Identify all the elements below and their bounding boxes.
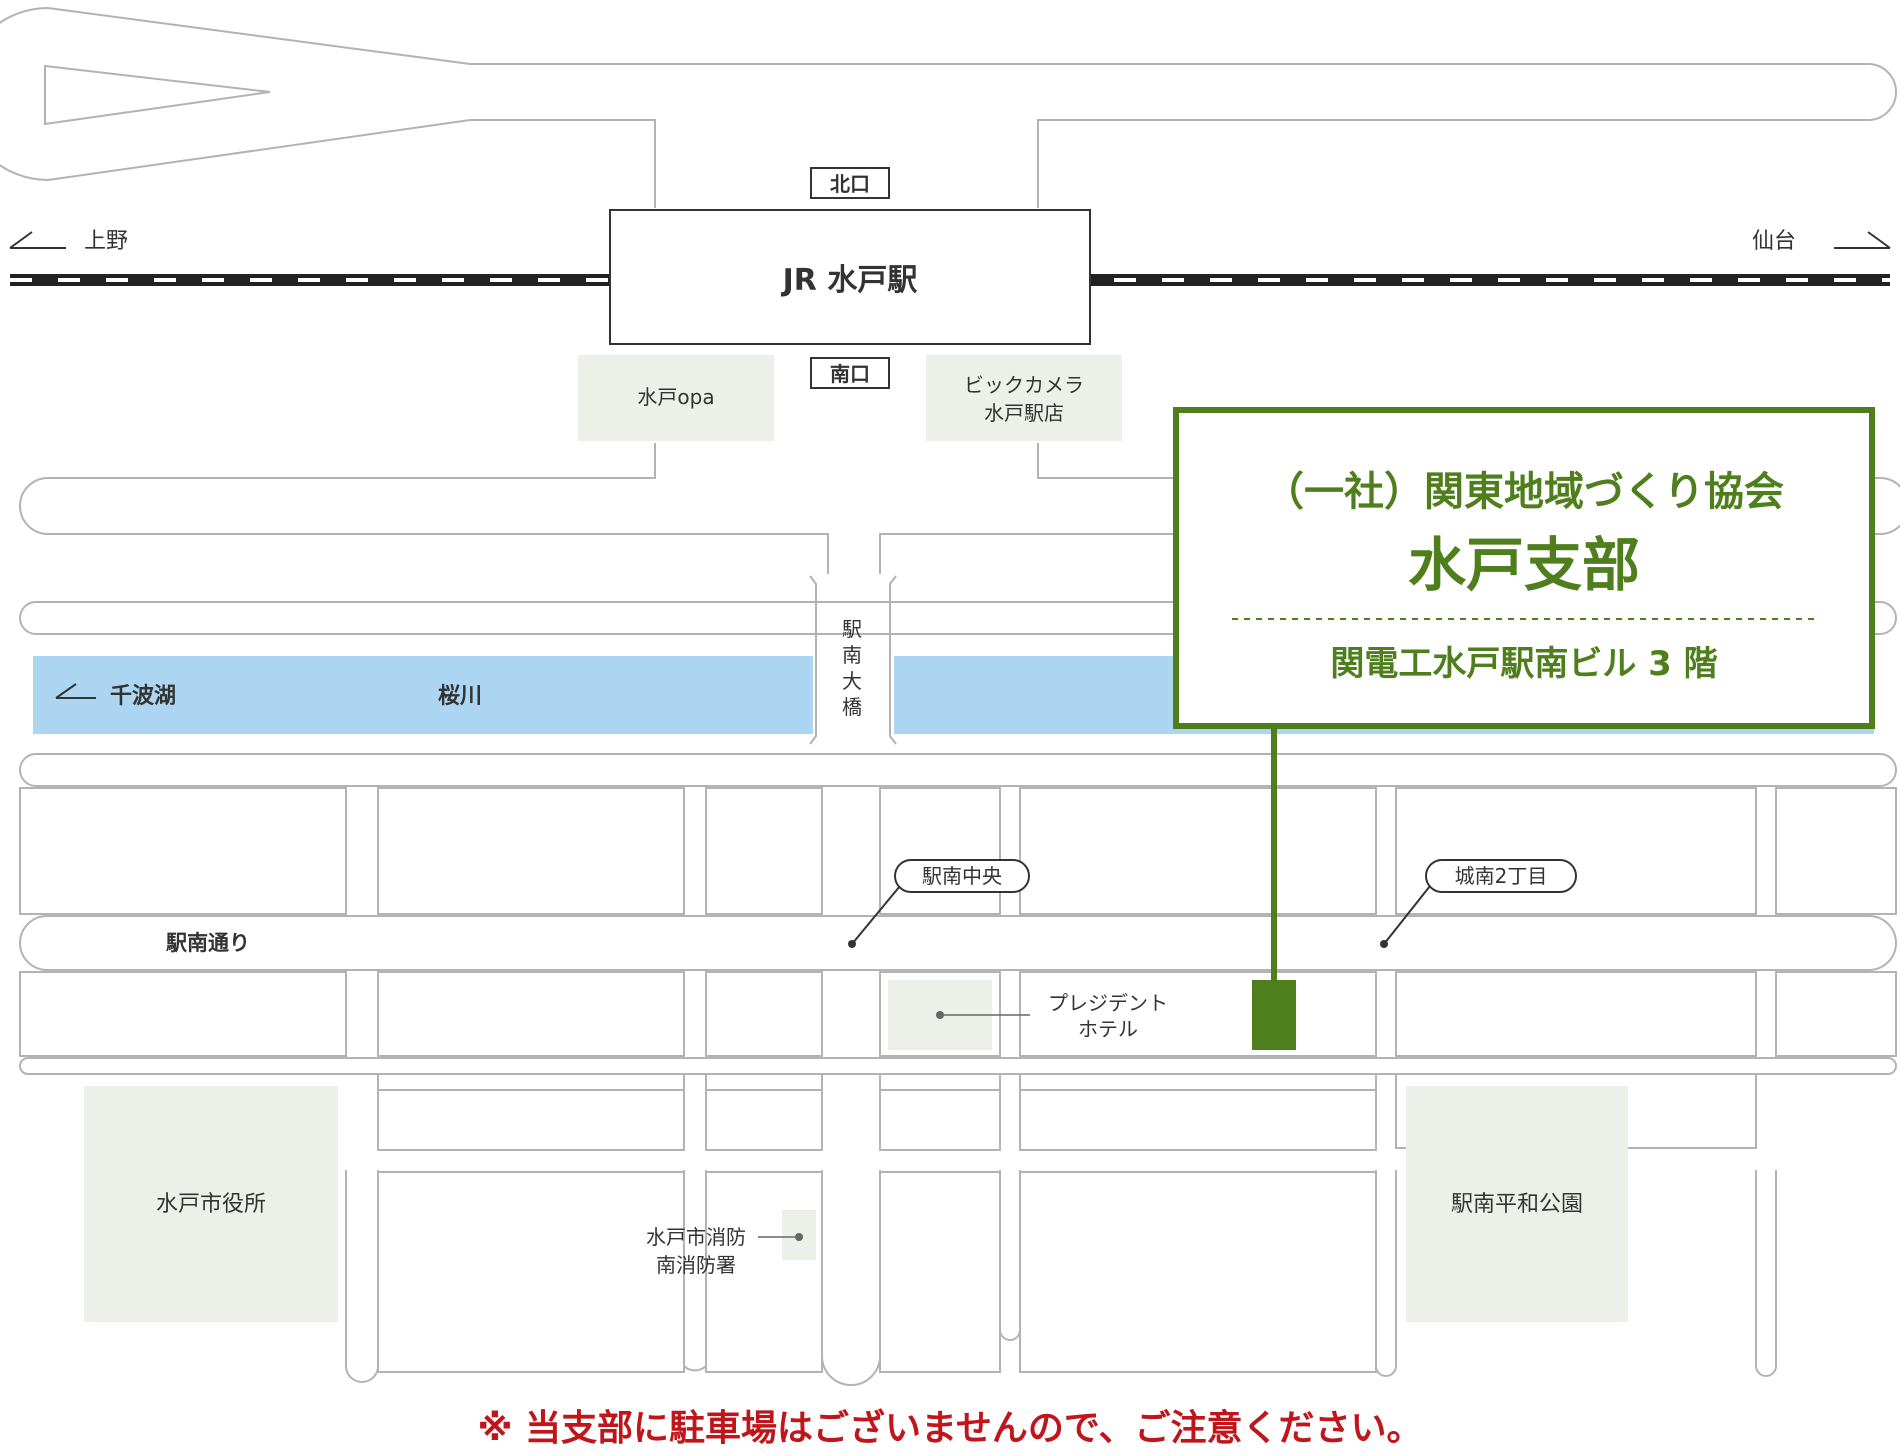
svg-text:水戸駅店: 水戸駅店	[984, 401, 1064, 425]
office-building-name: 関電工水戸駅南ビル 3 階	[1330, 644, 1717, 684]
office-callout: （一社）関東地域づくり協会 水戸支部 関電工水戸駅南ビル 3 階	[1173, 407, 1875, 729]
svg-text:南: 南	[842, 643, 862, 667]
svg-text:ホテル: ホテル	[1078, 1017, 1138, 1041]
parking-notice: ※ 当支部に駐車場はございませんので、ご注意ください。	[477, 1407, 1422, 1449]
right-arrow-icon	[1834, 231, 1891, 249]
svg-text:水戸市消防: 水戸市消防	[646, 1225, 746, 1249]
lake-arrow-icon	[55, 683, 96, 699]
fire-station: 水戸市消防 南消防署	[646, 1210, 816, 1277]
river-label: 桜川	[438, 684, 482, 709]
direction-left: 上野	[9, 229, 128, 254]
svg-text:北口: 北口	[830, 172, 870, 196]
bus-stop-jonan-2chome: 城南2丁目	[1380, 859, 1577, 948]
south-exit-label: 南口	[810, 357, 890, 389]
city-hall: 水戸市役所	[84, 1086, 338, 1322]
svg-text:駅: 駅	[842, 617, 862, 641]
svg-text:水戸opa: 水戸opa	[637, 385, 714, 409]
bic-camera-building: ビックカメラ 水戸駅店	[926, 355, 1122, 441]
north-exit-label: 北口	[810, 167, 890, 199]
svg-text:駅南通り: 駅南通り	[166, 931, 250, 955]
svg-text:橋: 橋	[842, 695, 862, 719]
svg-text:プレジデント: プレジデント	[1048, 991, 1168, 1015]
ekinan-heiwa-park: 駅南平和公園	[1406, 1086, 1628, 1322]
svg-text:南口: 南口	[830, 362, 870, 386]
office-branch-name: 水戸支部	[1408, 531, 1640, 599]
ekinan-bridge: 駅 南 大 橋	[809, 575, 897, 745]
secondary-road	[19, 1057, 1897, 1075]
station-south-road	[19, 443, 1900, 574]
opa-building: 水戸opa	[578, 355, 774, 441]
svg-text:駅南平和公園: 駅南平和公園	[1451, 1192, 1583, 1217]
south-river-road	[19, 753, 1897, 787]
north-loop-road	[0, 7, 1897, 208]
svg-text:水戸市役所: 水戸市役所	[156, 1192, 266, 1217]
office-marker	[1252, 726, 1296, 1050]
office-location-pin	[1252, 980, 1296, 1050]
left-arrow-icon	[9, 231, 66, 249]
direction-right: 仙台	[1752, 229, 1891, 254]
office-org-name: （一社）関東地域づくり協会	[1264, 469, 1784, 515]
svg-text:駅南中央: 駅南中央	[922, 864, 1002, 888]
svg-text:城南2丁目: 城南2丁目	[1455, 864, 1548, 888]
ekinan-dori: 駅南通り	[19, 915, 1897, 971]
president-hotel: プレジデント ホテル	[888, 980, 1168, 1050]
svg-text:ビックカメラ: ビックカメラ	[964, 373, 1084, 397]
svg-text:南消防署: 南消防署	[656, 1253, 736, 1277]
station-building: JR 水戸駅	[609, 209, 1091, 345]
svg-text:大: 大	[842, 669, 862, 693]
svg-text:上野: 上野	[84, 229, 128, 254]
svg-text:仙台: 仙台	[1752, 229, 1796, 254]
station-name: JR 水戸駅	[781, 263, 918, 298]
lower-blocks	[377, 1089, 1377, 1373]
bus-stop-ekinan-chuo: 駅南中央	[848, 859, 1030, 948]
lake-label: 千波湖	[110, 684, 176, 709]
